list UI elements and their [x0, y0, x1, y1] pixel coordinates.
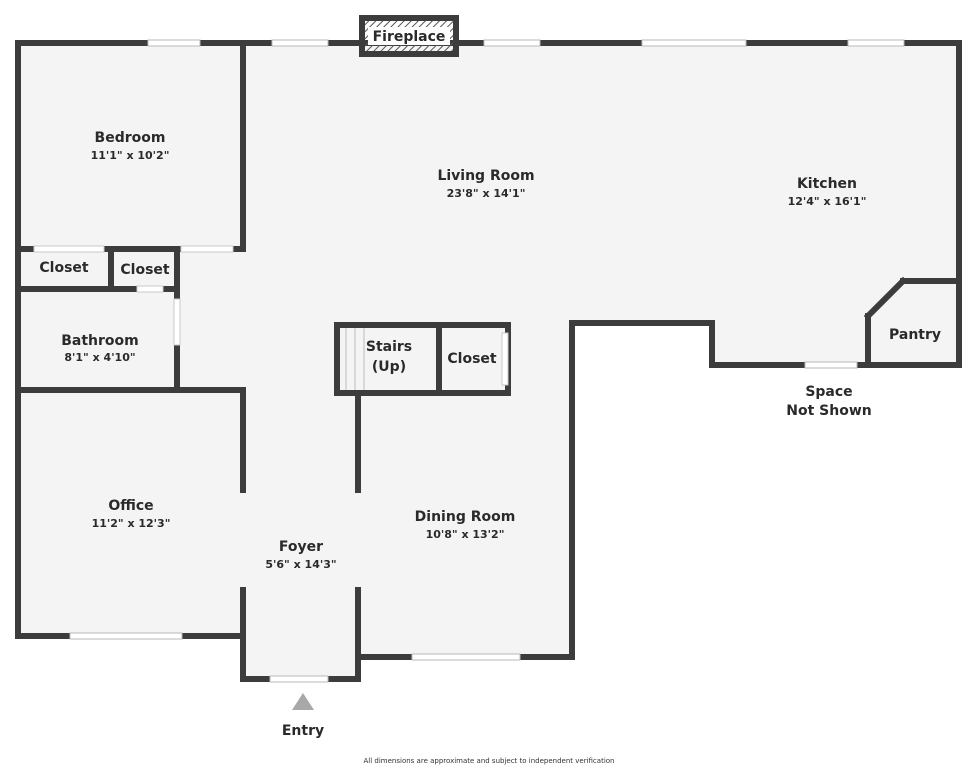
- pantry-label: Pantry: [889, 327, 941, 343]
- stairs-treads: [345, 328, 365, 390]
- bedroom-name: Bedroom: [95, 130, 166, 146]
- bathroom-dims: 8'1" x 4'10": [64, 351, 135, 364]
- bathroom-door: [173, 298, 181, 346]
- closet-left-label: Closet: [39, 260, 89, 276]
- dining-room-dims: 10'8" x 13'2": [426, 528, 505, 541]
- closet-mid-label: Closet: [120, 262, 170, 278]
- space-not-shown-line1: Space: [805, 384, 852, 400]
- closet-door: [136, 285, 164, 293]
- window: [483, 39, 541, 47]
- closet-stairs-label: Closet: [447, 351, 497, 367]
- windows: [69, 39, 905, 683]
- closet-door: [33, 245, 105, 253]
- window: [804, 361, 858, 369]
- window: [147, 39, 201, 47]
- office-dims: 11'2" x 12'3": [92, 517, 171, 530]
- stairs-label-line2: (Up): [372, 359, 406, 375]
- dining-room-name: Dining Room: [415, 509, 516, 525]
- floor-area: [18, 43, 959, 679]
- entry-label: Entry: [282, 723, 324, 739]
- space-not-shown-line2: Not Shown: [786, 403, 871, 419]
- window: [271, 39, 329, 47]
- door-openings: [33, 245, 509, 386]
- window: [641, 39, 747, 47]
- kitchen-name: Kitchen: [797, 176, 857, 192]
- stairs-label-line1: Stairs: [366, 339, 412, 355]
- window: [847, 39, 905, 47]
- living-room-name: Living Room: [437, 168, 534, 184]
- entry-arrow-icon: [292, 693, 314, 710]
- kitchen-dims: 12'4" x 16'1": [788, 195, 867, 208]
- foyer-dims: 5'6" x 14'3": [265, 558, 336, 571]
- closet-door: [501, 332, 509, 386]
- window: [269, 675, 329, 683]
- window: [411, 653, 521, 661]
- fireplace-label: Fireplace: [373, 29, 446, 45]
- fireplace-label-bg: [368, 27, 450, 45]
- living-room-dims: 23'8" x 14'1": [447, 187, 526, 200]
- office-name: Office: [108, 498, 153, 514]
- bedroom-dims: 11'1" x 10'2": [91, 149, 170, 162]
- pantry-angled-wall: [863, 276, 908, 321]
- foyer-name: Foyer: [279, 539, 323, 555]
- bathroom-name: Bathroom: [61, 333, 139, 349]
- disclaimer-text: All dimensions are approximate and subje…: [364, 757, 615, 765]
- bedroom-door: [180, 245, 234, 253]
- window: [69, 632, 183, 640]
